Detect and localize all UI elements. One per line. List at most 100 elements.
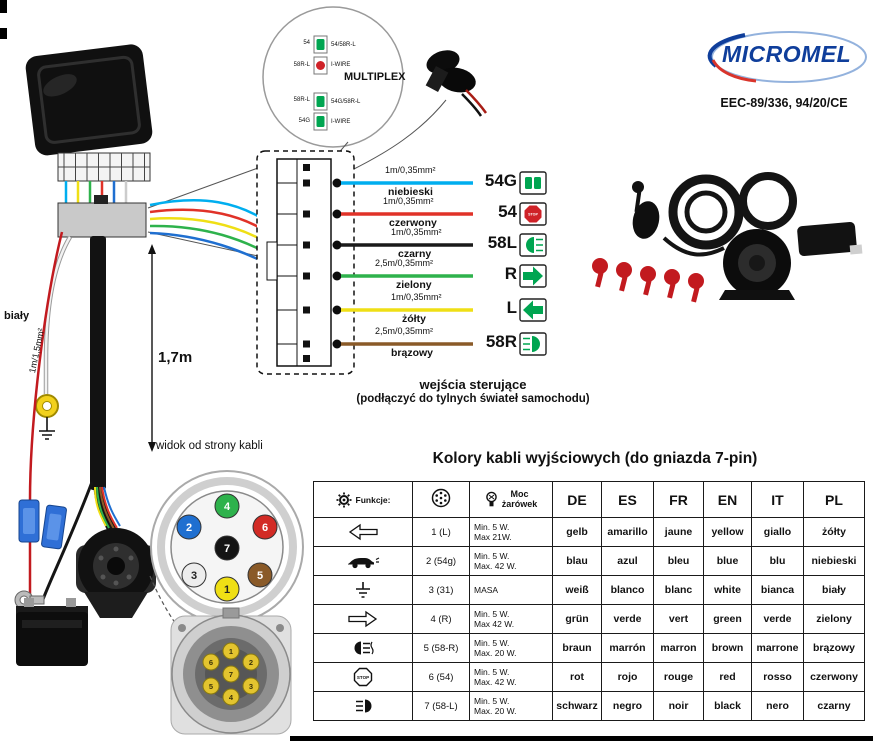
scan-artifact [290,736,873,741]
certification-text: EEC-89/336, 94/20/CE [720,96,848,110]
connector-icon [431,488,451,508]
svg-text:1: 1 [229,647,233,656]
color-cell: vert [653,604,704,634]
pinout-circle: 4 2 6 7 3 5 1 [150,470,304,624]
color-cell: blue [703,546,752,576]
color-cell: marron [653,633,704,663]
power-cell: MASA [469,575,553,605]
wire-color-name: niebieski [388,186,433,198]
pin-7: 7 [214,535,240,561]
turn-right-arrow-icon [313,604,413,634]
power-header: Moc żarówek [469,481,553,518]
wire-spec: 2,5m/0,35mm² [375,326,434,336]
wire-color-name: czerwony [389,217,437,229]
color-cell: braun [552,633,602,663]
wire-color-name: brązowy [391,347,434,359]
svg-text:6: 6 [209,658,213,667]
socket-pin-5: 5 [202,677,220,695]
mux-label: 54G [298,118,310,124]
signal-label-58r: 58R [485,332,517,351]
tail-light-left-icon [526,237,543,253]
pin-header [412,481,470,518]
color-cell: negro [601,691,654,721]
wire-color-name: czarny [398,248,432,260]
color-cell: amarillo [601,517,654,547]
table-row: 7 (58-L) Min. 5 W. Max. 20 W. schwarz ne… [313,691,865,721]
wire-clip-photo [425,50,488,117]
color-cell: black [703,691,752,721]
table-row: 1 (L) Min. 5 W. Max 21W. gelb amarillo j… [313,517,865,547]
ground-symbol-icon [39,417,55,440]
pin-cell: 3 (31) [412,575,470,605]
kit-contents-photo [592,172,863,303]
wire-spec: 1m/0,35mm² [391,227,442,237]
table-title: Kolory kabli wyjściowych (do gniazda 7-p… [432,450,758,467]
color-cell: blau [552,546,602,576]
color-cell: czarny [803,691,865,721]
svg-text:2: 2 [186,522,192,534]
control-input-wires [332,178,473,349]
svg-text:5: 5 [257,570,263,582]
color-cell: niebieski [803,546,865,576]
color-cell: schwarz [552,691,602,721]
socket-pin-2: 2 [242,653,260,671]
tail-light-right-icon [523,336,540,352]
wire-color-name: zielony [396,279,432,291]
control-module-photo [25,44,259,257]
color-cell: yellow [703,517,752,547]
color-cell: blanc [653,575,704,605]
color-cell: red [703,662,752,692]
color-cell: giallo [751,517,804,547]
svg-text:1: 1 [224,584,230,596]
pin-cell: 7 (58-L) [412,691,470,721]
micromel-logo-text: MICROMEL [722,41,852,67]
color-cell: white [703,575,752,605]
pin-1: 1 [214,576,240,602]
svg-text:6: 6 [262,522,268,534]
power-header-label: Moc żarówek [501,488,538,509]
color-cell: bianca [751,575,804,605]
color-cell: bleu [653,546,704,576]
functions-header: Funkcje: [313,481,413,518]
lang-header-en: EN [703,481,752,518]
wire-color-name: żółty [402,313,426,325]
turn-right-icon [523,266,543,286]
pin-cell: 4 (R) [412,604,470,634]
mux-label: I-WIRE [331,62,351,68]
scan-artifact [0,0,7,13]
lang-header-pl: PL [803,481,865,518]
color-cell: rojo [601,662,654,692]
power-cell: Min. 5 W. Max 42 W. [469,604,553,634]
harness-length-label: 1,7m [158,349,193,366]
socket-7pin-photo [76,486,181,631]
stop-sign-icon: STOP [524,205,542,223]
color-cell: verde [751,604,804,634]
pin-5: 5 [247,562,273,588]
inputs-caption-line1: wejścia sterujące [419,377,527,392]
color-cell: gelb [552,517,602,547]
pin-view-caption: widok od strony kabli [156,440,263,452]
color-cell: zielony [803,604,865,634]
signal-label-r: R [504,264,517,283]
power-cell: Min. 5 W. Max 21W. [469,517,553,547]
svg-text:4: 4 [224,501,231,513]
color-cell: czerwony [803,662,865,692]
ground-icon [313,575,413,605]
mux-label: 54 [303,40,310,46]
color-cell: grün [552,604,602,634]
mux-label: 58R-L [293,62,310,68]
power-cell: Min. 5 W. Max. 20 W. [469,633,553,663]
pin-4: 4 [214,493,240,519]
mux-label: I-WIRE [331,119,351,125]
mux-label: 54/58R-L [331,42,356,48]
svg-text:3: 3 [249,682,253,691]
car-parking-lights-icon [313,546,413,576]
wire-spec: 2,5m/0,35mm² [375,258,434,268]
rear-fog-light-icon [313,633,413,663]
lang-header-es: ES [601,481,654,518]
lang-header-de: DE [552,481,602,518]
svg-text:STOP: STOP [357,675,369,680]
stop-sign-icon: STOP [313,662,413,692]
